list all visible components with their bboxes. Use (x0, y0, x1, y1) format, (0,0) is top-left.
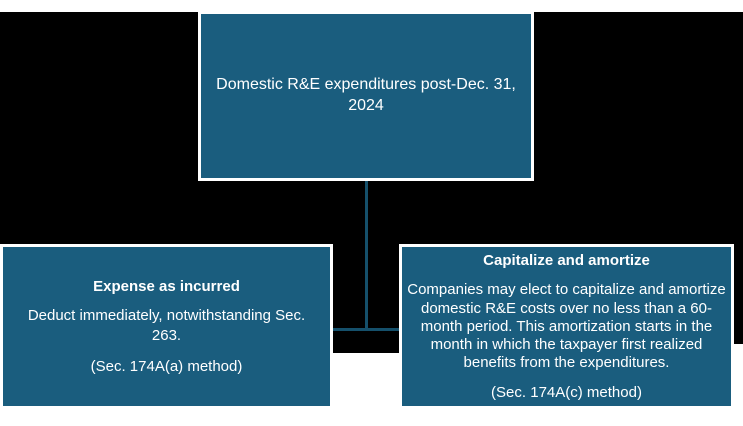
capitalize-node-method: (Sec. 174A(c) method) (491, 383, 642, 401)
expense-node-body: Deduct immediately, notwithstanding Sec.… (27, 307, 306, 344)
root-node-domestic-re: Domestic R&E expenditures post-Dec. 31, … (198, 11, 534, 181)
connector-horizontal-line (333, 328, 400, 331)
branch-node-expense: Expense as incurred Deduct immediately, … (0, 244, 333, 409)
black-canvas-stub (333, 344, 400, 353)
expense-node-heading: Expense as incurred (93, 277, 240, 295)
capitalize-node-heading: Capitalize and amortize (483, 251, 650, 269)
connector-vertical-line (365, 181, 368, 331)
expense-node-method: (Sec. 174A(a) method) (90, 358, 243, 375)
root-node-title: Domestic R&E expenditures post-Dec. 31, … (216, 76, 516, 114)
capitalize-node-body: Companies may elect to capitalize and am… (407, 281, 726, 372)
branch-node-capitalize: Capitalize and amortize Companies may el… (399, 244, 734, 409)
